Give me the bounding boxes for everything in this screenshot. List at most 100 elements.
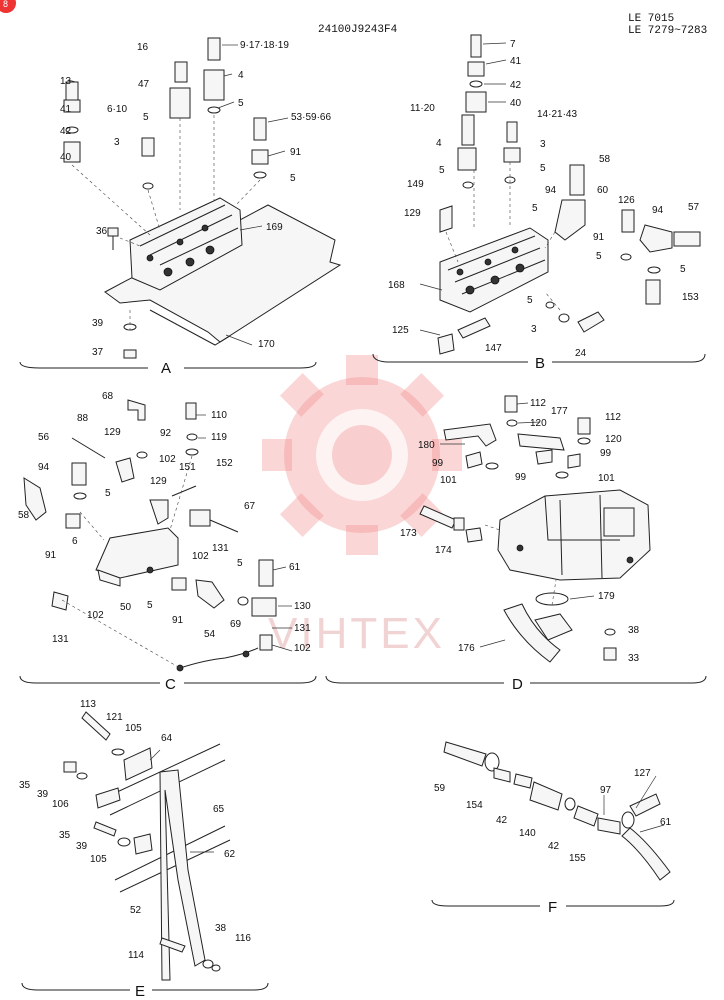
callout-b-58: 58 bbox=[599, 154, 611, 165]
callout-e-106: 106 bbox=[52, 799, 69, 810]
section-d-bracket bbox=[325, 675, 707, 684]
callout-a-4: 4 bbox=[238, 70, 244, 81]
callout-b-91: 91 bbox=[593, 232, 605, 243]
callout-e-38: 38 bbox=[215, 923, 227, 934]
callout-d-176: 176 bbox=[458, 643, 475, 654]
callout-b-11-20: 11·20 bbox=[410, 103, 435, 114]
section-a-drawing bbox=[63, 37, 342, 359]
callout-e-35: 35 bbox=[19, 780, 31, 791]
callout-d-177: 177 bbox=[551, 406, 568, 417]
section-f-drawing bbox=[443, 741, 671, 881]
callout-e-113: 113 bbox=[80, 699, 96, 710]
callout-c-131b: 131 bbox=[52, 634, 69, 645]
callout-a-40: 40 bbox=[60, 152, 72, 163]
callout-e-52: 52 bbox=[130, 905, 142, 916]
callout-b-5e: 5 bbox=[680, 264, 686, 275]
callout-c-152: 152 bbox=[216, 458, 233, 469]
callout-d-38: 38 bbox=[628, 625, 640, 636]
callout-d-179: 179 bbox=[598, 591, 615, 602]
callout-b-94b: 94 bbox=[652, 205, 664, 216]
section-a-bracket bbox=[19, 361, 317, 369]
callout-d-99: 99 bbox=[432, 458, 444, 469]
callout-d-120b: 120 bbox=[605, 434, 622, 445]
callout-d-33: 33 bbox=[628, 653, 640, 664]
callout-c-94: 94 bbox=[38, 462, 50, 473]
callout-b-149: 149 bbox=[407, 179, 424, 190]
callout-b-5: 5 bbox=[439, 165, 445, 176]
document-number: 24100J9243F4 bbox=[318, 24, 398, 36]
callout-a-9-17-18-19: 9·17·18·19 bbox=[240, 40, 289, 51]
callout-a-39: 39 bbox=[92, 318, 104, 329]
callout-c-129: 129 bbox=[104, 427, 121, 438]
callout-b-14-21-43: 14·21·43 bbox=[537, 109, 577, 120]
callout-e-39: 39 bbox=[37, 789, 49, 800]
callout-c-130: 130 bbox=[294, 601, 311, 612]
callout-c-58: 58 bbox=[18, 510, 30, 521]
callout-d-99b: 99 bbox=[600, 448, 612, 459]
callout-b-3b: 3 bbox=[531, 324, 537, 335]
callout-a-16: 16 bbox=[137, 42, 149, 53]
section-e-bracket bbox=[21, 982, 269, 991]
callout-b-168: 168 bbox=[388, 280, 405, 291]
callout-c-5c: 5 bbox=[237, 558, 243, 569]
callout-c-88: 88 bbox=[77, 413, 89, 424]
callout-b-5c: 5 bbox=[532, 203, 538, 214]
callout-f-42b: 42 bbox=[548, 841, 560, 852]
callout-d-112b: 112 bbox=[605, 412, 621, 423]
callout-c-102c: 102 bbox=[87, 610, 104, 621]
callout-c-56: 56 bbox=[38, 432, 50, 443]
corner-badge-text: 8 bbox=[3, 0, 8, 9]
callout-a-37: 37 bbox=[92, 347, 104, 358]
callout-c-5: 5 bbox=[105, 488, 111, 499]
serial-range-2: LE 7279~7283 bbox=[628, 25, 707, 37]
callout-e-105b: 105 bbox=[90, 854, 107, 865]
callout-e-121: 121 bbox=[106, 712, 123, 723]
callout-b-60: 60 bbox=[597, 185, 609, 196]
section-label-f: F bbox=[548, 899, 557, 916]
callout-c-54: 54 bbox=[204, 629, 216, 640]
callout-b-7: 7 bbox=[510, 39, 516, 50]
callout-a-5c: 5 bbox=[290, 173, 296, 184]
callout-e-39b: 39 bbox=[76, 841, 88, 852]
callout-d-112: 112 bbox=[530, 398, 546, 409]
section-c-drawing bbox=[23, 399, 293, 672]
section-label-a: A bbox=[161, 360, 171, 377]
callout-e-116: 116 bbox=[235, 933, 251, 944]
callout-c-5b: 5 bbox=[147, 600, 153, 611]
callout-b-3: 3 bbox=[540, 139, 546, 150]
callout-f-61: 61 bbox=[660, 817, 672, 828]
callout-a-13: 13 bbox=[60, 76, 72, 87]
corner-badge bbox=[0, 0, 16, 13]
callout-a-3: 3 bbox=[114, 137, 120, 148]
callout-c-69: 69 bbox=[230, 619, 242, 630]
callout-d-120: 120 bbox=[530, 418, 547, 429]
callout-e-114: 114 bbox=[128, 950, 144, 961]
callout-c-131c: 131 bbox=[294, 623, 311, 634]
callout-f-155: 155 bbox=[569, 853, 586, 864]
section-d-drawing bbox=[419, 395, 651, 663]
callout-b-42: 42 bbox=[510, 80, 522, 91]
callout-c-91: 91 bbox=[45, 550, 57, 561]
serial-range-1: LE 7015 bbox=[628, 13, 674, 25]
callout-a-5: 5 bbox=[143, 112, 149, 123]
section-label-e: E bbox=[135, 983, 145, 1000]
callout-c-131: 131 bbox=[212, 543, 229, 554]
callout-f-59: 59 bbox=[434, 783, 446, 794]
callout-c-129b: 129 bbox=[150, 476, 167, 487]
section-b-bracket bbox=[372, 353, 706, 363]
section-label-b: B bbox=[535, 355, 545, 372]
callout-b-4: 4 bbox=[436, 138, 442, 149]
callout-c-67: 67 bbox=[244, 501, 256, 512]
callout-b-94: 94 bbox=[545, 185, 557, 196]
callout-b-5d: 5 bbox=[596, 251, 602, 262]
section-f-bracket bbox=[431, 899, 675, 907]
section-b-drawing bbox=[419, 34, 701, 355]
callout-a-47: 47 bbox=[138, 79, 150, 90]
callout-d-173: 173 bbox=[400, 528, 417, 539]
callout-c-119: 119 bbox=[211, 432, 227, 443]
callout-c-102b: 102 bbox=[192, 551, 209, 562]
callout-a-91: 91 bbox=[290, 147, 302, 158]
callout-e-105: 105 bbox=[125, 723, 142, 734]
callout-e-64: 64 bbox=[161, 733, 173, 744]
